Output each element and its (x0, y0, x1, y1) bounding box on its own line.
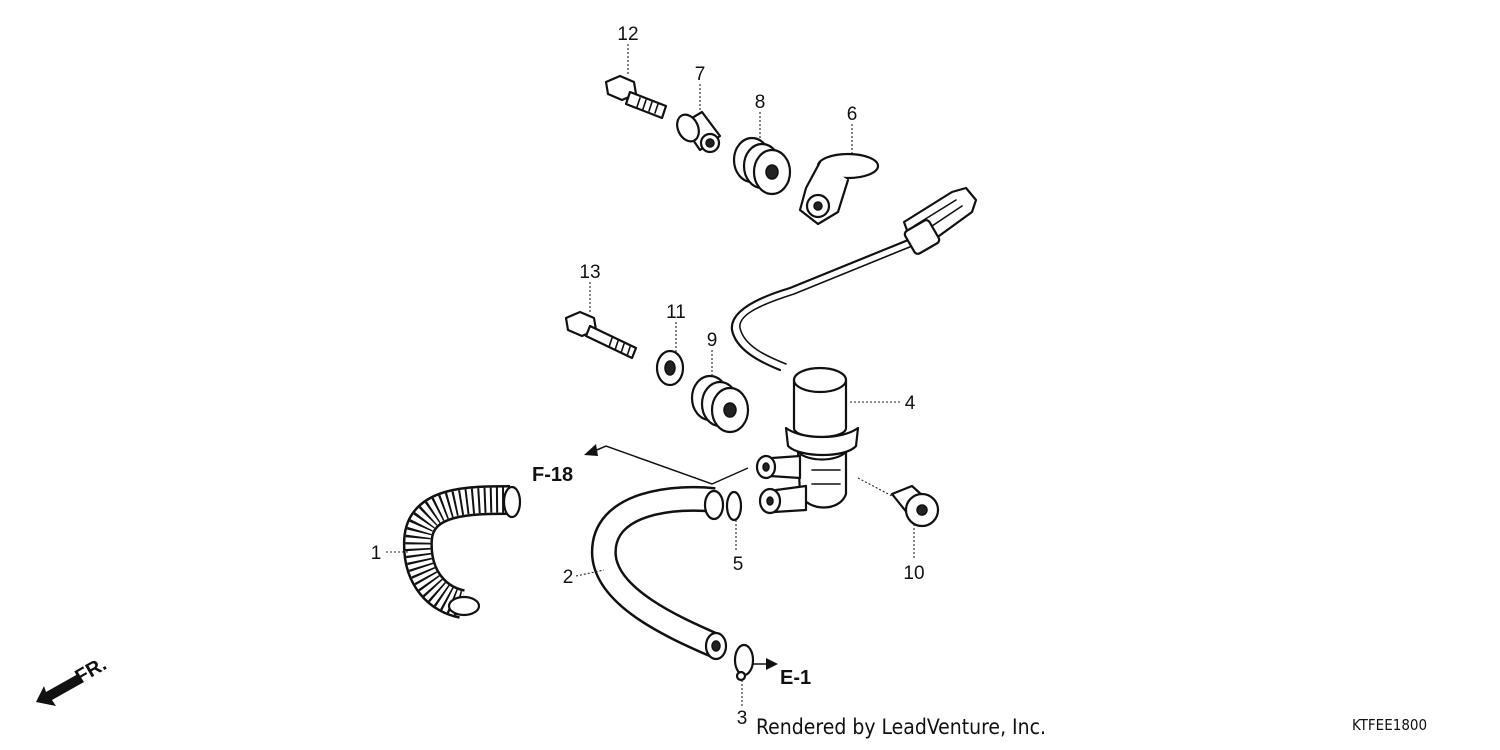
part-4-solenoid-valve[interactable] (755, 366, 860, 515)
part-9-rubber-mount[interactable] (690, 374, 750, 434)
callout-6[interactable]: 6 (847, 104, 858, 125)
callout-8[interactable]: 8 (755, 92, 766, 113)
part-11-washer[interactable] (655, 349, 685, 387)
callout-5[interactable]: 5 (733, 554, 744, 575)
callout-12[interactable]: 12 (617, 24, 638, 45)
part-5-clip[interactable] (725, 490, 743, 522)
footer-credit: Rendered by LeadVenture, Inc. (756, 715, 1046, 739)
callout-7[interactable]: 7 (695, 64, 706, 85)
ref-e1-arrow (752, 658, 778, 670)
wiring-harness[interactable] (730, 186, 978, 372)
part-1-corrugated-tube[interactable] (402, 485, 522, 619)
front-direction-arrow-icon (36, 674, 84, 706)
part-10-collar[interactable] (890, 484, 940, 528)
ref-label-e1[interactable]: E-1 (780, 667, 811, 689)
callout-13[interactable]: 13 (579, 262, 600, 283)
callout-11[interactable]: 11 (666, 302, 686, 323)
part-13-bolt[interactable] (564, 310, 638, 360)
callout-4[interactable]: 4 (905, 393, 916, 414)
part-6-bracket[interactable] (798, 152, 880, 226)
ref-f18-arrow (584, 444, 749, 485)
ref-label-f18[interactable]: F-18 (532, 464, 573, 486)
part-7-collar[interactable] (673, 110, 722, 154)
part-12-bolt[interactable] (604, 74, 668, 120)
part-2-hose[interactable] (590, 485, 728, 661)
footer-diagram-code: KTFEE1800 (1352, 716, 1427, 734)
callout-9[interactable]: 9 (707, 330, 718, 351)
part-3-clip[interactable] (733, 643, 755, 682)
callout-10[interactable]: 10 (903, 563, 924, 584)
callout-2[interactable]: 2 (563, 567, 574, 588)
leader-lines (386, 44, 915, 706)
callout-3[interactable]: 3 (737, 708, 748, 729)
harness-connector[interactable] (902, 186, 978, 255)
part-8-grommet[interactable] (732, 136, 792, 196)
callout-1[interactable]: 1 (371, 543, 382, 564)
